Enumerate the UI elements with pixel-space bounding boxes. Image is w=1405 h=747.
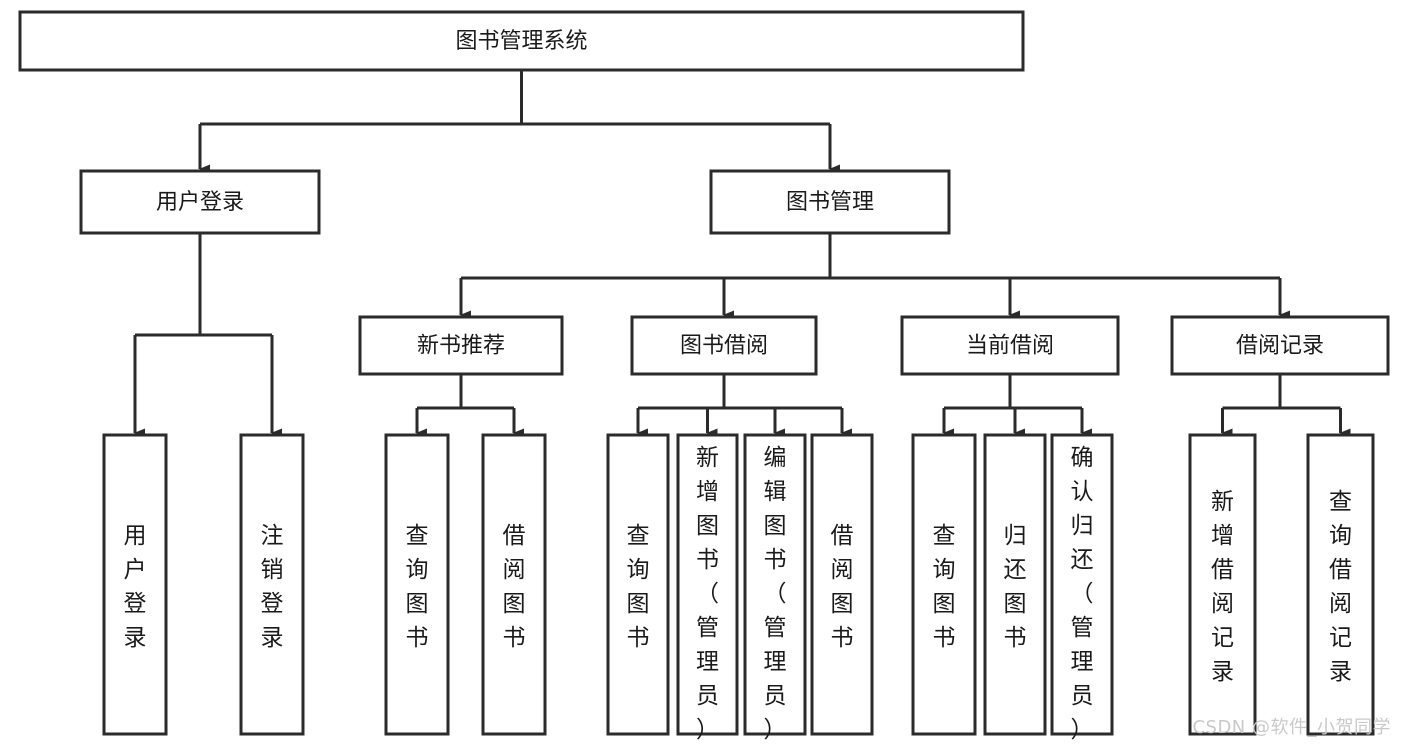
leaf-node-6-rect[interactable]	[743, 433, 807, 736]
node-level2-1-label: 图书管理	[786, 190, 874, 215]
leaf-node-8-label: 查询图书	[933, 523, 956, 651]
node-level2-0-rect[interactable]	[79, 169, 321, 235]
leaf-node-1-label: 注销登录	[261, 523, 284, 651]
leaf-node-4-label: 查询图书	[627, 523, 650, 651]
leaf-node-6-label: 编辑图书（管理员）	[764, 445, 787, 743]
leaf-node-3-label: 借阅图书	[503, 523, 526, 651]
leaf-node-6[interactable]: 编辑图书（管理员）	[743, 433, 807, 743]
leaf-node-10-rect[interactable]	[1050, 433, 1114, 736]
leaf-node-8-rect[interactable]	[911, 433, 977, 736]
node-level3-1[interactable]: 图书借阅	[630, 315, 818, 376]
node-level3-0[interactable]: 新书推荐	[358, 315, 564, 376]
leaf-node-0[interactable]: 用户登录	[102, 433, 168, 736]
node-level2-1[interactable]: 图书管理	[709, 169, 951, 235]
leaf-node-3-rect[interactable]	[481, 433, 547, 736]
leaf-node-11[interactable]: 新增借阅记录	[1188, 433, 1257, 736]
nodes-layer: 图书管理系统用户登录图书管理新书推荐图书借阅当前借阅借阅记录用户登录注销登录查询…	[18, 10, 1390, 743]
leaf-node-5-rect[interactable]	[676, 433, 739, 736]
leaf-node-12-rect[interactable]	[1306, 433, 1375, 736]
leaf-node-1[interactable]: 注销登录	[239, 433, 305, 736]
node-level3-3-rect[interactable]	[1170, 315, 1390, 376]
node-root[interactable]: 图书管理系统	[18, 10, 1025, 72]
node-level3-0-label: 新书推荐	[417, 334, 505, 359]
leaf-node-7-rect[interactable]	[810, 433, 874, 736]
leaf-node-12-label: 查询借阅记录	[1329, 489, 1352, 685]
leaf-node-12[interactable]: 查询借阅记录	[1306, 433, 1375, 736]
leaf-node-10[interactable]: 确认归还（管理员）	[1050, 433, 1114, 743]
leaf-node-7[interactable]: 借阅图书	[810, 433, 874, 736]
leaf-node-5[interactable]: 新增图书（管理员）	[676, 433, 739, 743]
node-level3-2[interactable]: 当前借阅	[900, 315, 1120, 376]
edges-layer	[133, 70, 1351, 438]
node-level3-2-label: 当前借阅	[966, 334, 1054, 359]
leaf-node-0-rect[interactable]	[102, 433, 168, 736]
leaf-node-4-rect[interactable]	[606, 433, 670, 736]
leaf-node-9[interactable]: 归还图书	[983, 433, 1047, 736]
leaf-node-9-rect[interactable]	[983, 433, 1047, 736]
node-level3-0-rect[interactable]	[358, 315, 564, 376]
node-level2-0[interactable]: 用户登录	[79, 169, 321, 235]
leaf-node-3[interactable]: 借阅图书	[481, 433, 547, 736]
node-root-label: 图书管理系统	[455, 29, 587, 54]
node-root-rect[interactable]	[18, 10, 1025, 72]
leaf-node-11-label: 新增借阅记录	[1211, 489, 1234, 685]
node-level2-0-label: 用户登录	[156, 190, 244, 215]
leaf-node-4[interactable]: 查询图书	[606, 433, 670, 736]
node-level3-3-label: 借阅记录	[1236, 334, 1324, 359]
node-level3-3[interactable]: 借阅记录	[1170, 315, 1390, 376]
leaf-node-5-label: 新增图书（管理员）	[696, 445, 719, 743]
leaf-node-11-rect[interactable]	[1188, 433, 1257, 736]
leaf-node-2-rect[interactable]	[384, 433, 450, 736]
leaf-node-9-label: 归还图书	[1004, 523, 1027, 651]
node-level3-2-rect[interactable]	[900, 315, 1120, 376]
leaf-node-10-label: 确认归还（管理员）	[1071, 445, 1094, 743]
leaf-node-8[interactable]: 查询图书	[911, 433, 977, 736]
node-level3-1-label: 图书借阅	[680, 334, 768, 359]
node-level2-1-rect[interactable]	[709, 169, 951, 235]
leaf-node-2[interactable]: 查询图书	[384, 433, 450, 736]
leaf-node-7-label: 借阅图书	[831, 523, 854, 651]
node-level3-1-rect[interactable]	[630, 315, 818, 376]
leaf-node-1-rect[interactable]	[239, 433, 305, 736]
leaf-node-2-label: 查询图书	[406, 523, 429, 651]
leaf-node-0-label: 用户登录	[124, 523, 147, 651]
